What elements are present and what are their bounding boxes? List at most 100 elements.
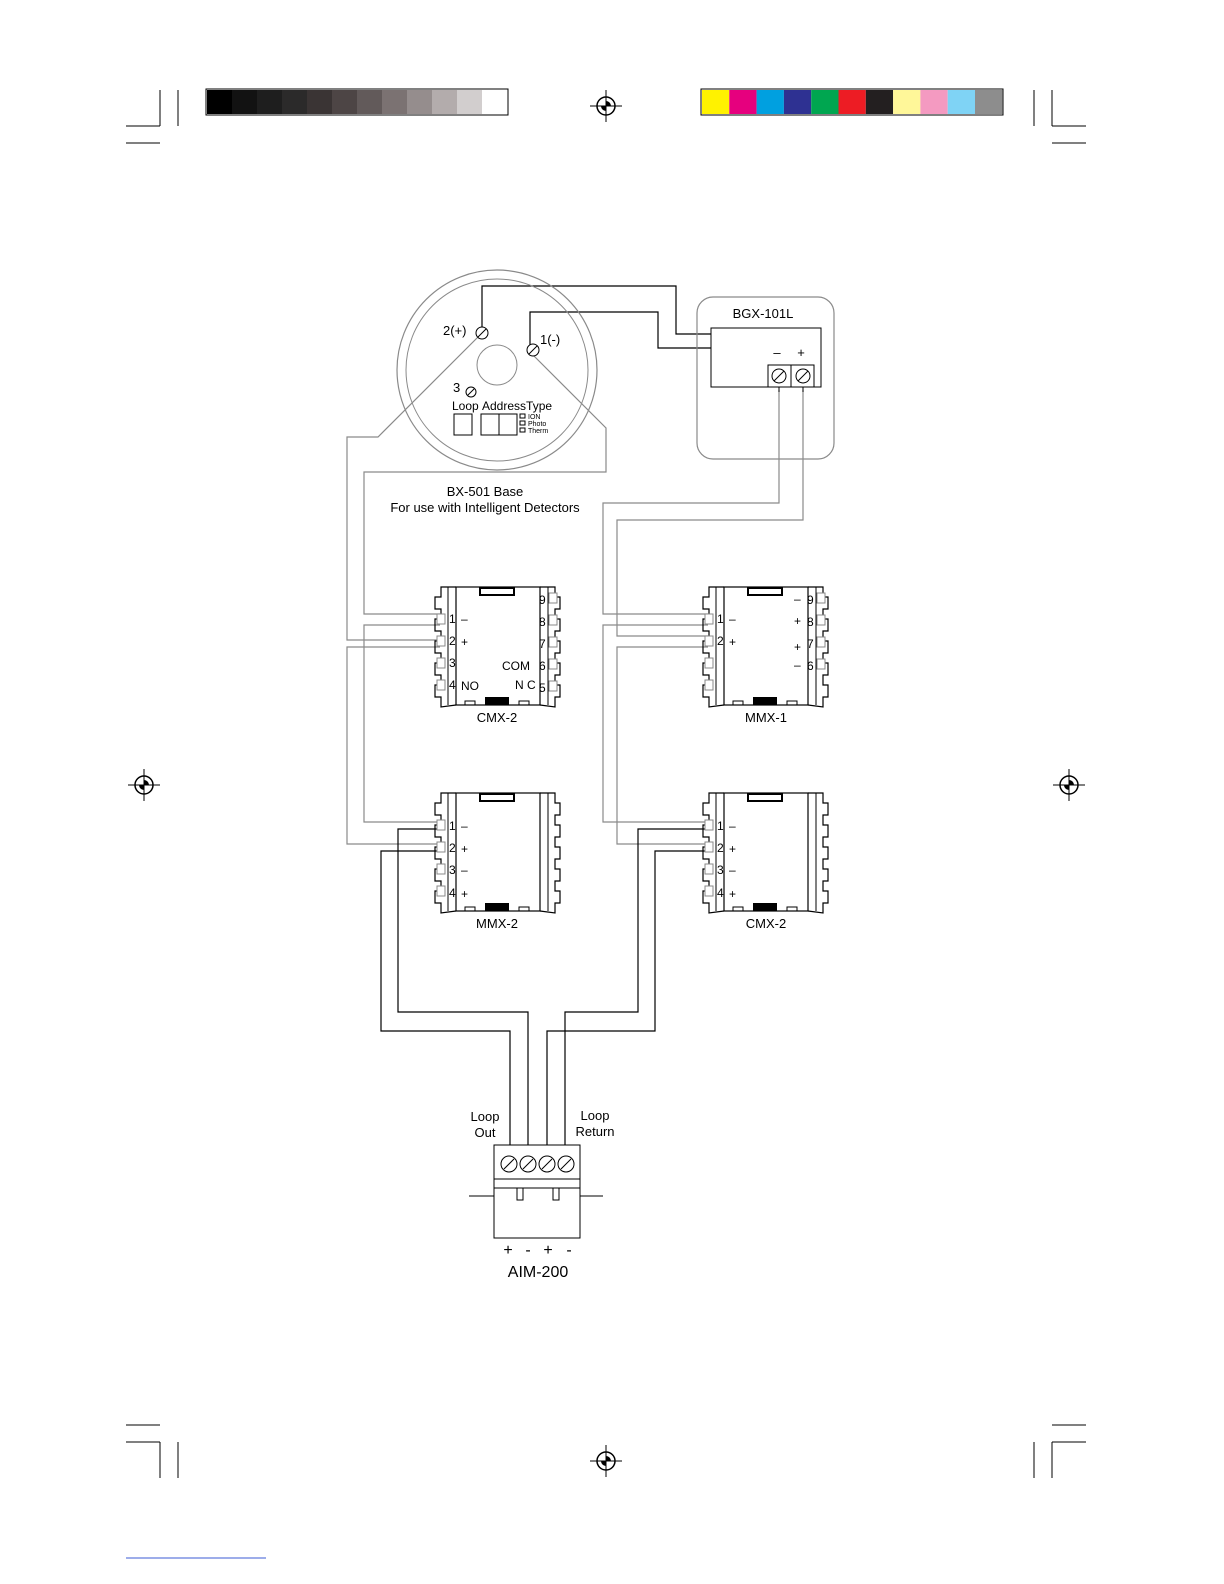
- left-screw-slot: [437, 820, 445, 830]
- aim-loop-out-label-2: Out: [475, 1125, 496, 1140]
- right-terminal-strip: [540, 793, 560, 913]
- base-address-type-label: AddressType: [482, 399, 552, 413]
- registration-mark-top: [590, 90, 622, 122]
- screw-terminal-3-icon: [466, 387, 476, 397]
- right-screw-slot: [817, 637, 825, 647]
- cmx2-top-pin-7: 7: [539, 637, 546, 651]
- wires: [347, 286, 811, 1145]
- right-screw-slot: [817, 615, 825, 625]
- aim-sign-4: -: [566, 1242, 571, 1259]
- mmx1-pin-1: 1: [717, 612, 724, 626]
- bx-501-base: 2(+) 1(-) 3 Loop AddressType ION Photo T…: [390, 270, 597, 515]
- bgx-minus-screw-icon: [772, 369, 786, 383]
- aim-name: AIM-200: [508, 1264, 569, 1281]
- address-switch-ones[interactable]: [499, 414, 517, 435]
- bgx-minus-label: –: [773, 345, 781, 360]
- process-swatch: [729, 90, 756, 114]
- mmx2-pin-4: 4: [449, 886, 456, 900]
- process-swatch: [702, 90, 729, 114]
- screw-terminal-1-icon: [527, 344, 539, 356]
- base-terminal-pos-label: 2(+): [443, 323, 466, 338]
- aim-loop-out-label-1: Loop: [471, 1109, 500, 1124]
- cmx2-top-pin-9: 9: [539, 593, 546, 607]
- mmx1-mark-plus: +: [729, 635, 736, 649]
- top-connector: [748, 588, 782, 595]
- left-screw-slot: [705, 614, 713, 624]
- process-swatch: [839, 90, 866, 114]
- left-screw-slot: [437, 842, 445, 852]
- process-swatch: [866, 90, 893, 114]
- right-screw-slot: [817, 593, 825, 603]
- left-screw-slot: [437, 886, 445, 896]
- type-checkbox-photo[interactable]: [520, 421, 525, 425]
- registration-mark-bottom: [590, 1445, 622, 1477]
- top-connector: [748, 794, 782, 801]
- cmx2-top-pin-4: 4: [449, 678, 456, 692]
- grayscale-swatch: [382, 90, 407, 114]
- right-screw-slot: [549, 659, 557, 669]
- aim-loop-return-label-1: Loop: [581, 1108, 610, 1123]
- cmx2-top-nc-label: N C: [515, 678, 536, 692]
- type-checkbox-therm[interactable]: [520, 428, 525, 432]
- right-screw-slot: [549, 615, 557, 625]
- cmx2-bottom-pin-3: 3: [717, 863, 724, 877]
- type-option-therm: Therm: [528, 428, 548, 435]
- top-connector: [480, 794, 514, 801]
- process-swatch: [948, 90, 975, 114]
- grayscale-swatch: [457, 90, 482, 114]
- left-screw-slot: [705, 886, 713, 896]
- mmx2-pin-2: 2: [449, 841, 456, 855]
- process-swatch: [893, 90, 920, 114]
- mmx1-mark-9: –: [794, 592, 801, 606]
- address-switch-tens[interactable]: [481, 414, 499, 435]
- mmx2-mark-1: –: [461, 819, 468, 833]
- cmx2-bottom-mark-2: +: [729, 842, 736, 856]
- left-screw-slot: [437, 680, 445, 690]
- mmx1-name: MMX-1: [745, 710, 787, 725]
- cmx2-bottom-mark-1: –: [729, 819, 736, 833]
- cmx2-bottom-mark-3: –: [729, 863, 736, 877]
- cmx2-top-name: CMX-2: [477, 710, 517, 725]
- mmx1-pin-8: 8: [807, 615, 814, 629]
- loop-switch[interactable]: [454, 414, 472, 435]
- aim-screw-2-icon: [520, 1156, 536, 1172]
- grayscale-swatch: [357, 90, 382, 114]
- process-color-bar: [701, 89, 1003, 115]
- aim-200-terminal-block: Loop Out Loop Return + - + -: [469, 1108, 615, 1281]
- type-checkbox-ion[interactable]: [520, 414, 525, 418]
- base-terminal-3-label: 3: [453, 380, 460, 395]
- mmx2-name: MMX-2: [476, 916, 518, 931]
- right-terminal-strip: [808, 793, 828, 913]
- grayscale-swatch: [282, 90, 307, 114]
- aim-sign-1: +: [503, 1242, 512, 1259]
- module-body: [724, 793, 808, 911]
- aim-screw-1-icon: [501, 1156, 517, 1172]
- left-screw-slot: [705, 864, 713, 874]
- base-caption-title: BX-501 Base: [447, 484, 524, 499]
- bgx-plus-label: +: [797, 345, 805, 360]
- grayscale-swatch: [482, 90, 507, 114]
- cmx2-top-no-label: NO: [461, 679, 479, 693]
- mmx2-mark-2: +: [461, 842, 468, 856]
- grayscale-swatch: [257, 90, 282, 114]
- right-screw-slot: [817, 659, 825, 669]
- mmx2-mark-4: +: [461, 887, 468, 901]
- cmx2-top-com-label: COM: [502, 659, 530, 673]
- mmx1-pin-6: 6: [807, 659, 814, 673]
- right-screw-slot: [549, 593, 557, 603]
- process-swatch: [811, 90, 838, 114]
- base-loop-label: Loop: [452, 399, 479, 413]
- top-connector: [480, 588, 514, 595]
- cmx2-bottom-mark-4: +: [729, 887, 736, 901]
- process-swatch: [975, 90, 1002, 114]
- process-swatch: [757, 90, 784, 114]
- screw-terminal-2-icon: [476, 327, 488, 339]
- left-screw-slot: [437, 614, 445, 624]
- registration-mark-right: [1053, 769, 1085, 801]
- mmx1-pin-2: 2: [717, 634, 724, 648]
- bottom-connector: [753, 697, 777, 705]
- left-screw-slot: [705, 842, 713, 852]
- bottom-connector: [485, 903, 509, 911]
- grayscale-swatch: [432, 90, 457, 114]
